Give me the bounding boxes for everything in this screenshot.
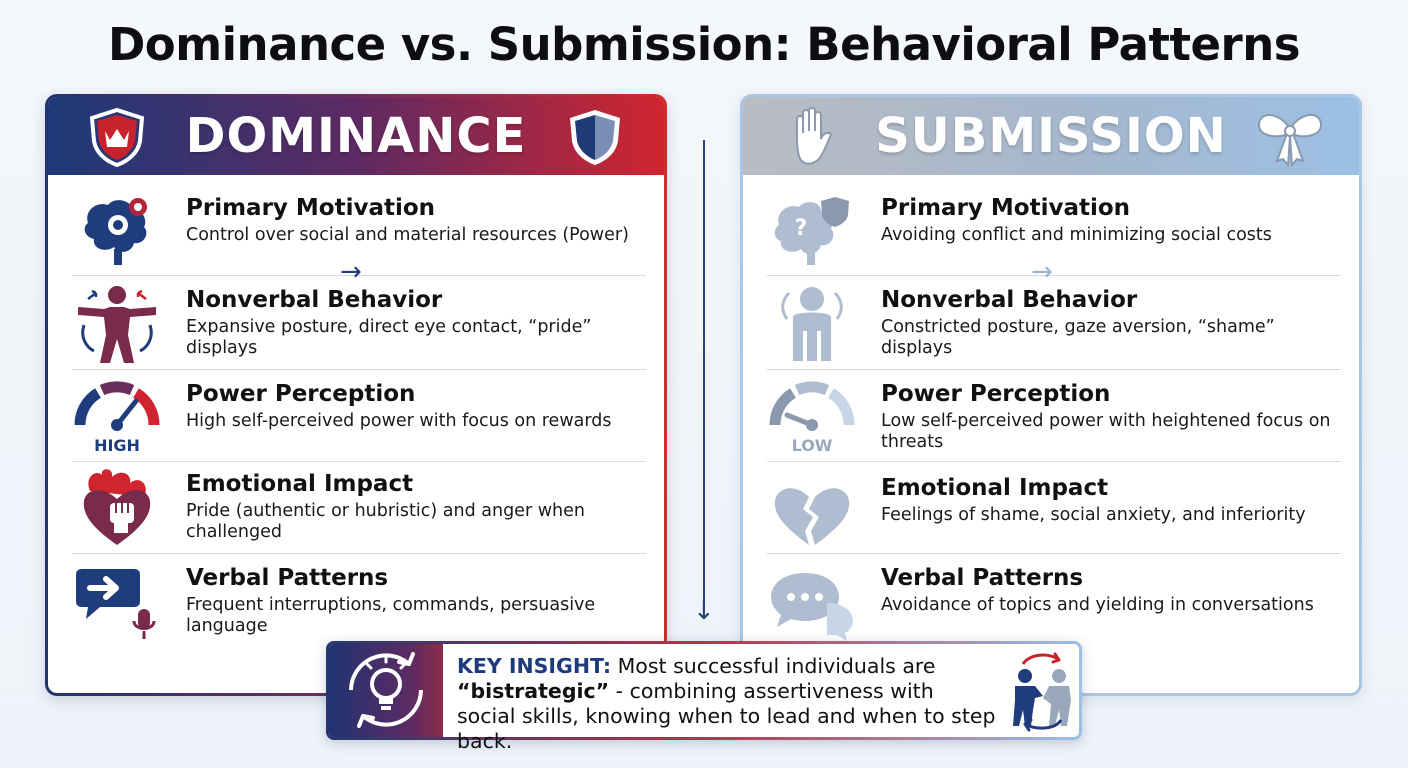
page-title: Dominance vs. Submission: Behavioral Pat… bbox=[107, 18, 1301, 71]
row-separator bbox=[767, 461, 1341, 462]
insight-key-label: KEY INSIGHT: bbox=[457, 654, 612, 678]
row-heading: Verbal Patterns bbox=[881, 565, 1084, 591]
row-separator bbox=[767, 553, 1341, 554]
dominance-title: DOMINANCE bbox=[185, 108, 527, 164]
speech-arrow-mic-icon bbox=[76, 569, 156, 639]
gauge-high-icon: HIGH bbox=[74, 381, 160, 455]
row-description: Control over social and material resourc… bbox=[186, 225, 629, 245]
row-description: Constricted posture, gaze aversion, “sha… bbox=[881, 317, 1275, 358]
insight-text-part2: - combining assertiveness with social sk… bbox=[457, 679, 996, 753]
hunched-person-icon bbox=[781, 287, 843, 361]
row-heading: Nonverbal Behavior bbox=[186, 287, 443, 313]
row-separator bbox=[72, 461, 646, 462]
row-description: Pride (authentic or hubristic) and anger… bbox=[186, 501, 585, 542]
row-separator bbox=[72, 553, 646, 554]
insight-icon-panel bbox=[329, 644, 443, 737]
submission-title: SUBMISSION bbox=[875, 108, 1227, 164]
gauge-low-icon: LOW bbox=[769, 381, 855, 455]
row-heading: Emotional Impact bbox=[881, 475, 1109, 501]
submission-panel: SUBMISSION ? Primary Motivation Avoiding… bbox=[740, 94, 1362, 696]
row-heading: Emotional Impact bbox=[186, 471, 414, 497]
row-description: Feelings of shame, social anxiety, and i… bbox=[881, 505, 1306, 525]
row-separator bbox=[72, 369, 646, 370]
row-description: Frequent interruptions, commands, persua… bbox=[186, 595, 596, 636]
brain-question-shield-icon: ? bbox=[774, 197, 849, 265]
brain-gears-icon bbox=[84, 198, 147, 265]
speech-dots-icon bbox=[771, 573, 853, 641]
lightbulb-cycle-icon bbox=[349, 652, 423, 728]
gauge-label: LOW bbox=[792, 436, 833, 455]
svg-text:?: ? bbox=[795, 216, 808, 241]
key-insight-box: KEY INSIGHT: Most successful individuals… bbox=[326, 641, 1082, 753]
row-description: Avoidance of topics and yielding in conv… bbox=[881, 595, 1314, 615]
row-description: Expansive posture, direct eye contact, “… bbox=[186, 317, 592, 358]
row-separator bbox=[72, 275, 646, 276]
gauge-label: HIGH bbox=[94, 436, 140, 455]
row-separator bbox=[767, 369, 1341, 370]
row-heading: Primary Motivation bbox=[881, 195, 1131, 221]
right-arrow-icon: → bbox=[340, 257, 362, 287]
insight-bold-term: “bistrategic” bbox=[457, 679, 610, 703]
right-arrow-icon: → bbox=[1031, 257, 1053, 287]
raised-hand-icon bbox=[796, 107, 833, 165]
insight-text: KEY INSIGHT: Most successful individuals… bbox=[457, 654, 997, 754]
expansive-person-icon bbox=[78, 286, 156, 363]
down-arrow-icon: ↓ bbox=[693, 596, 715, 626]
shield-icon bbox=[570, 110, 620, 165]
handshake-icon bbox=[1013, 652, 1071, 732]
row-heading: Power Perception bbox=[186, 381, 416, 407]
center-divider-line bbox=[703, 140, 705, 610]
row-description: Low self-perceived power with heightened… bbox=[881, 411, 1331, 452]
row-description: High self-perceived power with focus on … bbox=[186, 411, 612, 431]
dominance-header: DOMINANCE bbox=[48, 97, 664, 175]
row-heading: Nonverbal Behavior bbox=[881, 287, 1138, 313]
row-heading: Primary Motivation bbox=[186, 195, 436, 221]
submission-header: SUBMISSION bbox=[743, 97, 1359, 175]
row-heading: Verbal Patterns bbox=[186, 565, 389, 591]
bow-icon bbox=[1257, 114, 1323, 167]
crown-shield-icon bbox=[89, 107, 145, 167]
row-heading: Power Perception bbox=[881, 381, 1111, 407]
heart-fist-fire-icon bbox=[83, 469, 151, 545]
broken-heart-icon bbox=[774, 488, 850, 545]
dominance-panel: DOMINANCE Primary Motivation Control ove… bbox=[45, 94, 667, 696]
row-description: Avoiding conflict and minimizing social … bbox=[881, 225, 1272, 245]
row-separator bbox=[767, 275, 1341, 276]
insight-text-part1: Most successful individuals are bbox=[611, 654, 936, 678]
